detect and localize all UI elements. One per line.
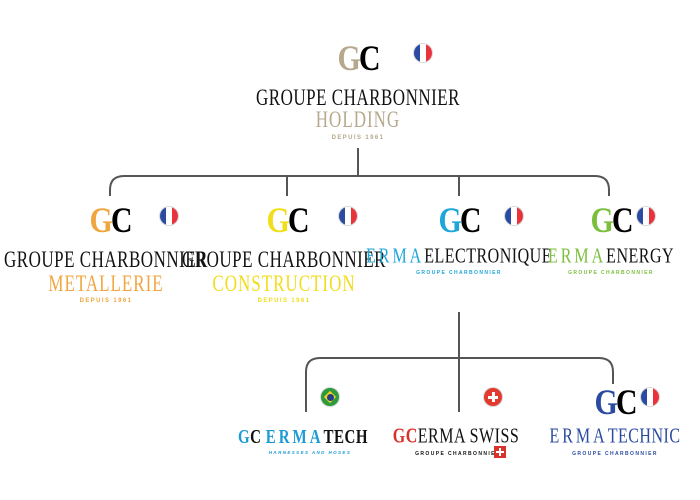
root-logo-c: C <box>358 38 381 79</box>
root-logo: GC <box>337 38 381 79</box>
metallerie-since: DEPUIS 1961 <box>79 298 133 304</box>
metallerie-title: GROUPE CHARBONNIER <box>4 247 208 273</box>
electronique-logo-g: G <box>438 200 461 241</box>
root-subtitle: HOLDING <box>316 107 400 133</box>
tech-logo-c: C <box>250 427 262 449</box>
tech-brand-erma: ERMA <box>265 427 324 449</box>
flag-france-icon <box>641 388 659 406</box>
electronique-brand-name: ELECTRONIQUE <box>424 244 552 268</box>
construction-subtitle: CONSTRUCTION <box>212 271 355 297</box>
flag-france-icon <box>505 207 523 225</box>
technic-logo-g: G <box>594 382 617 423</box>
energy-brand: ERMAENERGY <box>547 244 675 268</box>
construction-title-text: GROUPE CHARBONNIER <box>181 246 387 273</box>
energy-brand-name: ENERGY <box>606 244 675 268</box>
flag-france-icon <box>339 207 357 225</box>
technic-brand: ERMATECHNIC <box>549 424 681 448</box>
energy-logo-g: G <box>590 200 613 241</box>
root-subtitle-text: HOLDING <box>315 106 401 133</box>
metallerie-subtitle-text: METALLERIE <box>48 270 164 297</box>
root-logo-g: G <box>337 38 360 79</box>
energy-brand-erma: ERMA <box>547 244 607 268</box>
swiss-logo-c: C <box>405 424 418 448</box>
technic-logo-c: C <box>615 382 638 423</box>
swiss-small-flag-icon <box>494 446 506 458</box>
metallerie-subtitle: METALLERIE <box>48 271 163 297</box>
flag-france-icon <box>160 207 178 225</box>
flag-switzerland-icon <box>484 388 502 406</box>
technic-logo: GC <box>594 382 638 423</box>
tech-brand: GC ERMATECH <box>237 427 369 449</box>
root-since: DEPUIS 1961 <box>331 135 385 141</box>
metallerie-logo-g: G <box>89 200 112 241</box>
technic-brand-name: TECHNIC <box>607 424 681 448</box>
construction-since: DEPUIS 1961 <box>257 298 311 304</box>
technic-brand-erma: ERMA <box>549 424 608 448</box>
tech-logo-g: G <box>237 427 251 449</box>
tech-brand-name: TECH <box>323 427 369 449</box>
swiss-brand-erma: ERMA <box>417 424 466 448</box>
swiss-tagline: GROUPE CHARBONNIER <box>415 451 501 457</box>
swiss-logo-g: G <box>392 424 406 448</box>
flag-france-icon <box>637 207 655 225</box>
technic-tagline: GROUPE CHARBONNIER <box>572 451 658 457</box>
energy-tagline: GROUPE CHARBONNIER <box>568 270 654 276</box>
construction-logo: GC <box>266 200 310 241</box>
construction-title: GROUPE CHARBONNIER <box>182 247 386 273</box>
tech-tagline: HARNESSES AND HOSES <box>268 450 352 455</box>
root-title: GROUPE CHARBONNIER <box>256 85 460 111</box>
swiss-brand: GCERMA SWISS <box>392 424 520 448</box>
construction-logo-g: G <box>266 200 289 241</box>
construction-logo-c: C <box>287 200 310 241</box>
energy-logo-c: C <box>611 200 634 241</box>
construction-subtitle-text: CONSTRUCTION <box>212 270 356 297</box>
energy-logo: GC <box>590 200 634 241</box>
flag-brazil-globe <box>326 393 334 401</box>
metallerie-logo-c: C <box>110 200 133 241</box>
connector-level2-bar <box>305 357 614 412</box>
flag-brazil-icon <box>321 388 339 406</box>
metallerie-title-text: GROUPE CHARBONNIER <box>3 246 209 273</box>
electronique-logo-c: C <box>459 200 482 241</box>
electronique-brand-erma: ERMA <box>366 244 425 268</box>
flag-france-icon <box>414 44 432 62</box>
electronique-brand: ERMAELECTRONIQUE <box>366 244 552 268</box>
electronique-logo: GC <box>438 200 482 241</box>
electronique-tagline: GROUPE CHARBONNIER <box>416 270 502 276</box>
connector-level1-bar <box>109 175 610 196</box>
metallerie-logo: GC <box>89 200 133 241</box>
swiss-brand-name: SWISS <box>469 424 520 448</box>
root-title-text: GROUPE CHARBONNIER <box>255 84 461 111</box>
